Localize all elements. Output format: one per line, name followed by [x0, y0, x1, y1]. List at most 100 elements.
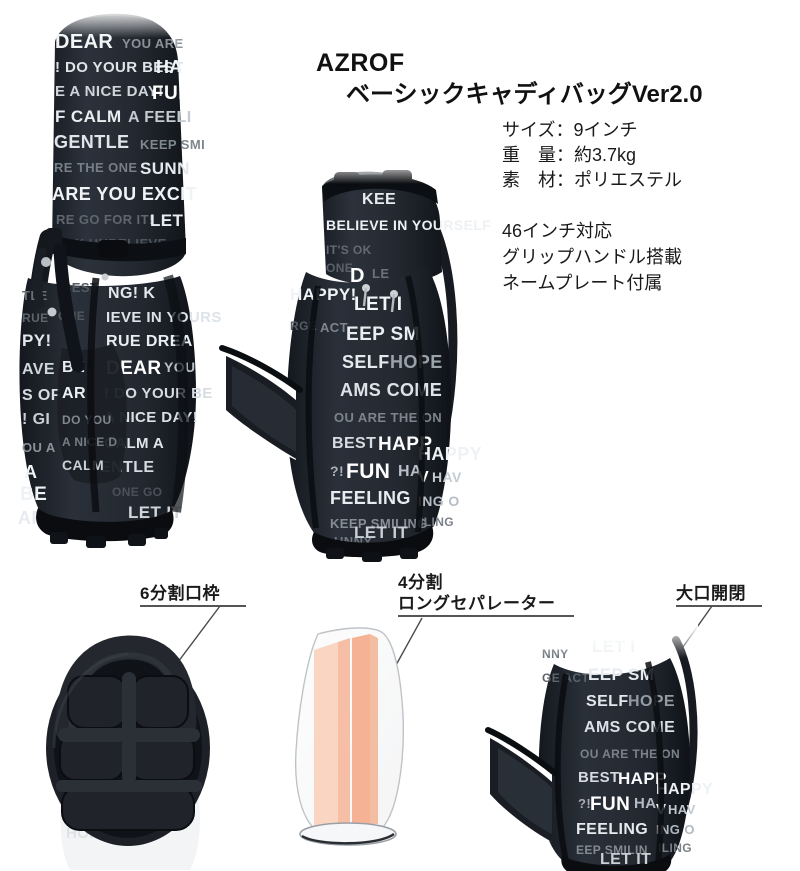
spec-grip-handle: グリップハンドル搭載 — [502, 247, 682, 267]
svg-text:SELF: SELF — [342, 352, 390, 372]
feature-label-text-1b: ロングセパレーター — [398, 594, 556, 613]
svg-text:HAV: HAV — [668, 802, 696, 817]
bag-top-opening-detail: EEP SM HOPE BEL — [18, 620, 238, 870]
svg-text:LET I: LET I — [354, 294, 402, 315]
svg-text:RE GO FOR IT!: RE GO FOR IT! — [56, 212, 154, 227]
bag-front-view: DEAR YOU ARE ! DO YOUR BEST HA E A NICE … — [0, 0, 260, 560]
spec-name-plate: ネームプレート付属 — [502, 273, 663, 293]
svg-text:BEST: BEST — [332, 435, 376, 452]
svg-text:FUN: FUN — [152, 83, 192, 104]
svg-text:CALM: CALM — [62, 457, 104, 473]
svg-text:ILING: ILING — [658, 841, 692, 855]
svg-text:HA: HA — [634, 795, 656, 812]
svg-text:YOU ARE: YOU ARE — [122, 36, 184, 51]
title-block: AZROF ベーシックキャディバッグVer2.0 — [316, 48, 703, 110]
svg-text:AVE: AVE — [22, 361, 55, 378]
svg-text:HAPPY: HAPPY — [656, 781, 713, 798]
feature-label-text-0: 6分割口枠 — [140, 584, 220, 603]
svg-text:OU A: OU A — [22, 440, 56, 455]
spec-size: サイズ：9インチ — [502, 120, 638, 140]
svg-text:FEELING: FEELING — [330, 488, 411, 508]
svg-text:RUE: RUE — [22, 311, 49, 325]
spec-list: サイズ：9インチ 重 量：約3.7kg 素 材：ポリエステル — [502, 118, 682, 193]
svg-text:ING O: ING O — [656, 822, 695, 837]
svg-text:! DO YOUR BEST: ! DO YOUR BEST — [55, 59, 184, 76]
svg-text:HAPPY!: HAPPY! — [290, 285, 357, 304]
feature-label-wide-opening: 大口開閉 — [676, 583, 762, 607]
svg-text:ARE YOU EXCIT: ARE YOU EXCIT — [52, 184, 197, 204]
svg-text:S OF: S OF — [22, 387, 61, 404]
feature-label-text-1a: 4分割 — [398, 573, 443, 592]
svg-text:AR: AR — [62, 385, 86, 402]
svg-text:NG! K: NG! K — [108, 285, 155, 302]
leader-line-six-way-top — [177, 605, 221, 663]
svg-text:RUE DREA: RUE DREA — [106, 333, 193, 350]
svg-text:ONE: ONE — [326, 261, 353, 275]
svg-text:F CALM: F CALM — [55, 107, 122, 126]
spec-weight: 重 量：約3.7kg — [502, 145, 637, 165]
svg-text:D: D — [350, 265, 365, 287]
svg-text:A NICE DAY!: A NICE DAY! — [104, 409, 198, 426]
svg-text:RE THE ONE: RE THE ONE — [54, 160, 137, 175]
svg-text:DO YOU: DO YOU — [62, 413, 112, 427]
svg-text:EEP SMILIN: EEP SMILIN — [576, 843, 648, 857]
svg-text:LE: LE — [372, 266, 389, 281]
svg-text:AMS COME: AMS COME — [340, 380, 442, 400]
svg-text:KEEP SMILING: KEEP SMILING — [330, 516, 428, 531]
spec-material: 素 材：ポリエステル — [502, 170, 682, 190]
svg-text:KEE: KEE — [362, 191, 396, 208]
svg-text:BEST: BEST — [62, 280, 98, 295]
svg-text:IEVE IN YOURS: IEVE IN YOURS — [106, 309, 222, 326]
svg-text:ONE GO: ONE GO — [112, 485, 162, 499]
feature-label-text-2: 大口開閉 — [676, 584, 746, 603]
svg-text:BEST: BEST — [578, 769, 620, 786]
svg-text:EEP SM: EEP SM — [588, 665, 654, 684]
svg-text:BE: BE — [20, 484, 47, 505]
svg-text:GENTLE: GENTLE — [54, 132, 129, 152]
svg-text:HA: HA — [156, 57, 183, 77]
svg-text:FEELING: FEELING — [576, 821, 648, 838]
svg-text:LET: LET — [150, 211, 184, 230]
svg-text:SELF: SELF — [586, 693, 629, 710]
svg-text:OU ARE THE ON: OU ARE THE ON — [334, 410, 442, 425]
page-title: ベーシックキャディバッグVer2.0 — [346, 81, 703, 108]
separator-diagram — [278, 620, 458, 860]
svg-text:HAPPY: HAPPY — [418, 444, 482, 464]
bag-side-view: KEE BELIEVE IN YOURSELF IT'S OK ONE HAPP… — [219, 160, 492, 562]
svg-text:HOPE: HOPE — [390, 352, 443, 372]
svg-text:A: A — [24, 462, 37, 482]
feature-underline-1 — [398, 615, 574, 617]
svg-text:BELIEVE IN YOURSELF: BELIEVE IN YOURSELF — [326, 217, 491, 233]
bag-wide-opening-detail: NNY LET I GE ACT EEP SM SELF HOPE AMS CO… — [485, 618, 738, 871]
svg-text:?!: ?! — [578, 796, 591, 811]
svg-text:AMS COME: AMS COME — [584, 719, 675, 736]
svg-text:ING O: ING O — [418, 493, 460, 509]
svg-text:HAPP: HAPP — [378, 434, 432, 455]
svg-text:HAV: HAV — [432, 469, 462, 485]
feature-underline-0 — [140, 605, 246, 607]
svg-text:IT'S OK: IT'S OK — [326, 243, 372, 257]
svg-text:! GI: ! GI — [22, 411, 50, 428]
svg-text:PY!: PY! — [22, 331, 52, 350]
svg-text:SUNN: SUNN — [140, 159, 190, 178]
svg-text:E A NICE DAY!: E A NICE DAY! — [55, 83, 164, 100]
svg-text:LET IT: LET IT — [354, 523, 409, 542]
feature-underline-2 — [676, 605, 762, 607]
feature-label-six-way-top: 6分割口枠 — [140, 583, 246, 607]
brand-name: AZROF — [316, 49, 405, 77]
svg-text:ACT: ACT — [320, 320, 348, 335]
svg-text:HAPP: HAPP — [618, 769, 667, 788]
svg-text:ILING: ILING — [420, 515, 454, 529]
svg-text:HA: HA — [398, 463, 422, 480]
svg-text:EEP SM: EEP SM — [346, 324, 420, 345]
svg-text:OU ARE THE ON: OU ARE THE ON — [580, 747, 680, 761]
feature-label-long-separator: 4分割 ロングセパレーター — [398, 572, 574, 617]
svg-text:LET IT: LET IT — [600, 851, 651, 868]
svg-text:FUN: FUN — [346, 460, 390, 483]
spec-club-length: 46インチ対応 — [502, 221, 613, 241]
svg-text:?!: ?! — [330, 463, 344, 479]
spec-extra-list: 46インチ対応 グリップハンドル搭載 ネームプレート付属 — [502, 218, 682, 296]
svg-text:FUN: FUN — [590, 794, 630, 815]
svg-text:HOPE: HOPE — [628, 693, 675, 710]
